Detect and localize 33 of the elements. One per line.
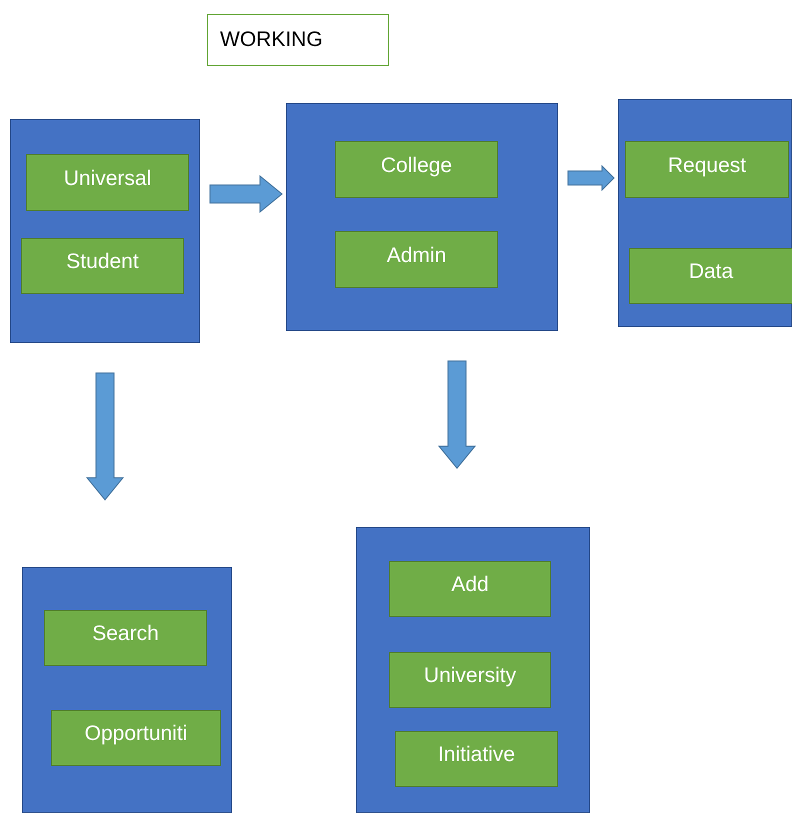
box-label: Admin bbox=[386, 244, 446, 268]
item-box bbox=[335, 231, 498, 288]
box-label: Student bbox=[66, 250, 139, 274]
box-label: University bbox=[424, 664, 516, 688]
box-label: Initiative bbox=[438, 743, 516, 767]
item-box bbox=[335, 141, 498, 198]
block-arrow bbox=[210, 174, 283, 214]
container-box bbox=[356, 527, 590, 813]
item-box bbox=[21, 238, 184, 294]
item-box bbox=[26, 154, 189, 211]
heading-box bbox=[207, 14, 389, 66]
box-label: Search bbox=[92, 622, 159, 646]
container-box bbox=[10, 119, 200, 343]
container-box bbox=[286, 103, 558, 331]
box-label: Data bbox=[688, 260, 734, 284]
box-label: College bbox=[380, 154, 452, 178]
container-box bbox=[22, 567, 232, 813]
box-label: WORKING bbox=[220, 28, 323, 52]
item-box bbox=[395, 731, 558, 787]
item-box bbox=[51, 710, 221, 766]
item-box bbox=[625, 141, 789, 198]
box-label: Opportuniti bbox=[84, 722, 188, 746]
box-label: Universal bbox=[64, 166, 152, 190]
item-box bbox=[44, 610, 207, 666]
container-box bbox=[618, 99, 792, 327]
block-arrow bbox=[86, 372, 124, 501]
item-box bbox=[389, 561, 551, 617]
block-arrow bbox=[568, 164, 615, 192]
box-label: Request bbox=[668, 154, 746, 178]
block-arrow bbox=[438, 360, 476, 469]
item-box bbox=[629, 248, 792, 304]
box-label: Add bbox=[451, 573, 489, 597]
item-box bbox=[389, 652, 551, 708]
